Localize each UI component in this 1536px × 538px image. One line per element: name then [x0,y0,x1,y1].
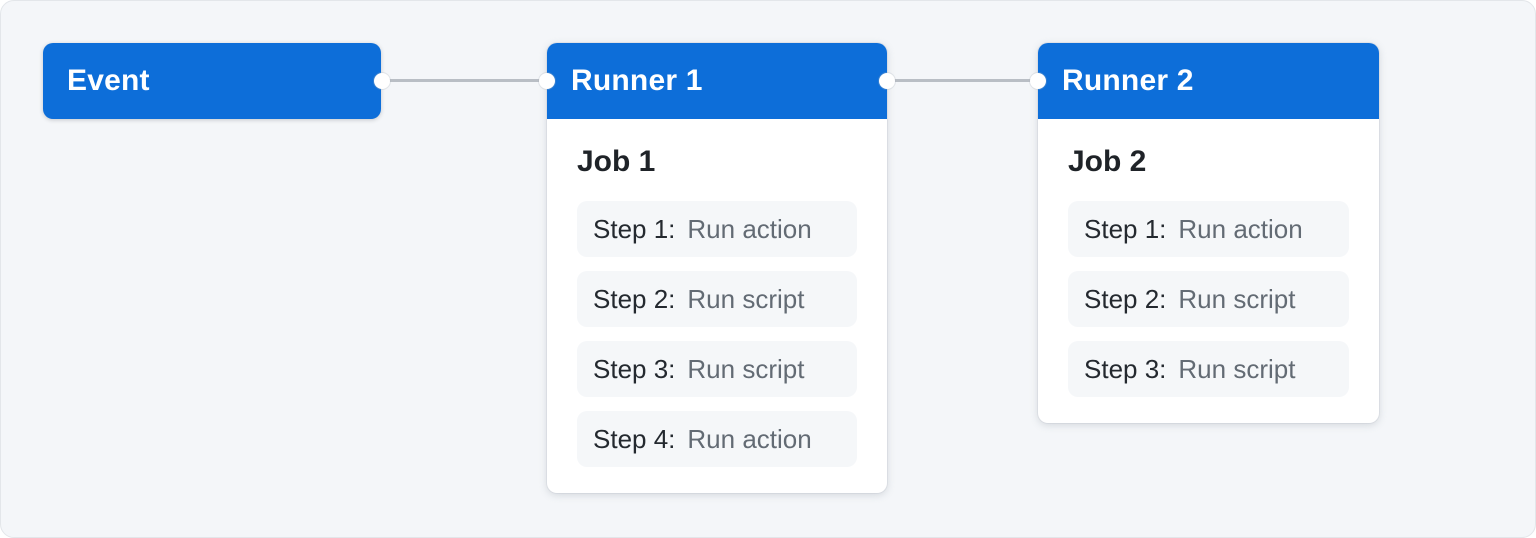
job1-step-2: Step 2: Run script [577,271,857,327]
connector-line-event-to-runner1 [382,79,547,82]
step-name: Step 3: [1084,353,1167,384]
step-name: Step 2: [593,283,676,314]
runner2-body: Job 2 Step 1: Run action Step 2: Run scr… [1038,119,1379,423]
job2-step-3: Step 3: Run script [1068,341,1349,397]
step-action: Run action [687,423,812,454]
step-action: Run script [687,283,805,314]
step-action: Run script [1178,283,1296,314]
job2-step-1: Step 1: Run action [1068,201,1349,257]
runner1-header: Runner 1 [547,43,887,119]
runner1-body: Job 1 Step 1: Run action Step 2: Run scr… [547,119,887,493]
step-name: Step 2: [1084,283,1167,314]
connector-line-runner1-to-runner2 [887,79,1038,82]
step-name: Step 3: [593,353,676,384]
connector-dot-event-out [374,73,390,89]
job1-step-1: Step 1: Run action [577,201,857,257]
job2-step-2: Step 2: Run script [1068,271,1349,327]
event-node: Event [43,43,381,119]
runner1-card: Runner 1 Job 1 Step 1: Run action Step 2… [547,43,887,493]
step-name: Step 1: [593,213,676,244]
job1-step-4: Step 4: Run action [577,411,857,467]
runner2-card: Runner 2 Job 2 Step 1: Run action Step 2… [1038,43,1379,423]
job2-title: Job 2 [1068,145,1147,178]
connector-dot-runner1-in [539,73,555,89]
runner2-label: Runner 2 [1062,64,1194,97]
connector-dot-runner1-out [879,73,895,89]
event-label: Event [67,64,150,97]
runner2-header: Runner 2 [1038,43,1379,119]
connector-dot-runner2-in [1030,73,1046,89]
job1-step-3: Step 3: Run script [577,341,857,397]
step-action: Run script [687,353,805,384]
runner1-label: Runner 1 [571,64,703,97]
step-name: Step 4: [593,423,676,454]
step-action: Run action [687,213,812,244]
step-name: Step 1: [1084,213,1167,244]
step-action: Run action [1178,213,1303,244]
step-action: Run script [1178,353,1296,384]
job1-title: Job 1 [577,145,656,178]
